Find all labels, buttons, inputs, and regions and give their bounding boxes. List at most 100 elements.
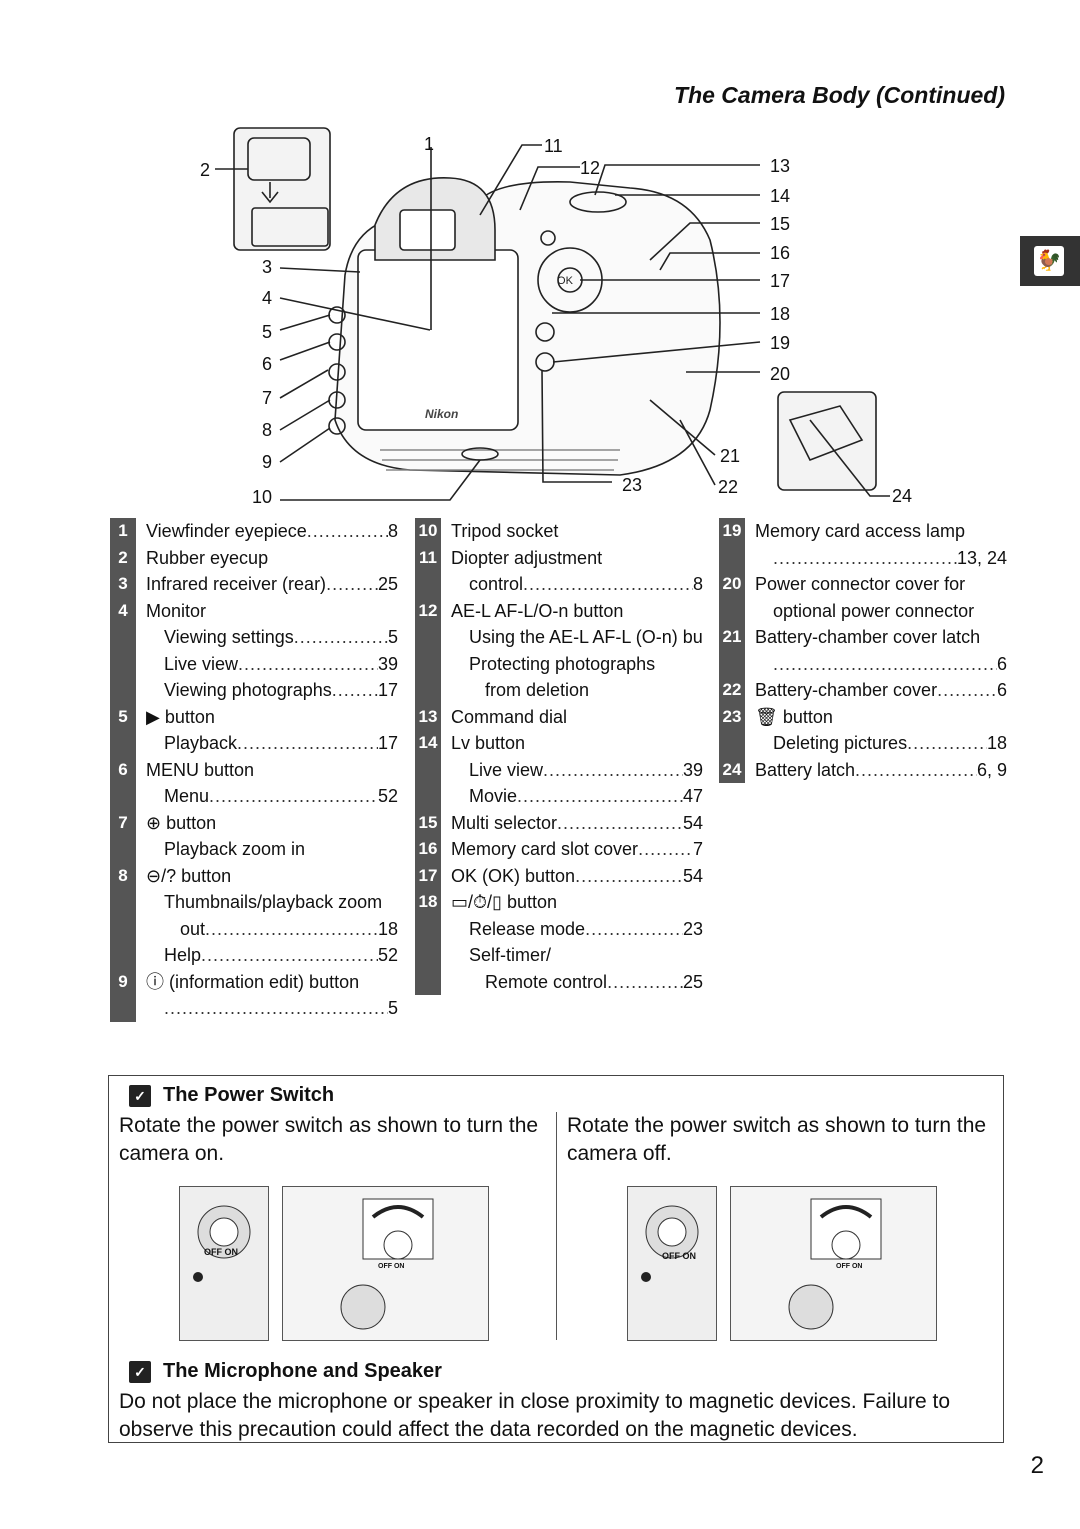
part-number: 1 (110, 518, 136, 545)
page-reference[interactable]: 54 (682, 865, 703, 886)
svg-text:OK: OK (557, 275, 574, 287)
page-reference[interactable]: 39 (682, 759, 703, 780)
part-label: Remote control (485, 971, 608, 992)
callout-3: 3 (262, 257, 273, 277)
dot-leader (523, 571, 693, 598)
part-label: Live view (164, 653, 239, 674)
callout-2: 2 (200, 160, 211, 180)
page-reference[interactable]: 47 (682, 786, 703, 806)
parts-list-item: 18▭/⏱/▯ button (415, 889, 703, 916)
page-reference[interactable]: 5 (387, 998, 398, 1018)
part-number (415, 650, 441, 677)
page-reference[interactable]: 7 (692, 839, 703, 859)
part-label: Self-timer/ (469, 945, 552, 965)
callout-7: 7 (262, 388, 273, 408)
parts-list-item: Protecting photographs (415, 650, 703, 677)
part-label: ⊖/? button (146, 865, 232, 886)
part-label: Menu (164, 786, 210, 806)
callout-9: 9 (262, 452, 273, 472)
weathervane-icon: 🐓 (1034, 246, 1064, 276)
part-label: optional power connector (773, 600, 975, 621)
callout-23: 23 (622, 475, 643, 495)
part-label: Infrared receiver (rear) (146, 574, 327, 594)
part-number: 24 (719, 756, 745, 783)
parts-list-item: Menu 52 (110, 783, 398, 810)
dot-leader (907, 730, 987, 757)
dot-leader (543, 757, 683, 784)
part-label: 🗑 button (755, 706, 833, 727)
part-number: 14 (415, 730, 441, 757)
notes-box: ✓ The Power Switch Rotate the power swit… (108, 1075, 1004, 1443)
parts-list-item: control8 (415, 571, 703, 598)
callout-13: 13 (770, 156, 791, 176)
page-reference[interactable]: 25 (377, 574, 398, 594)
part-label: AE-L AF-L/O‑n button (451, 600, 624, 621)
part-number (415, 756, 441, 783)
page-reference[interactable]: 6 (996, 653, 1007, 674)
page-reference[interactable]: 54 (682, 812, 703, 833)
dot-leader (773, 651, 997, 678)
parts-list-item: Remote control 25 (415, 968, 703, 996)
page-reference[interactable]: 52 (377, 945, 398, 965)
parts-list-item: out18 (110, 915, 398, 943)
dot-leader (205, 916, 378, 943)
page-reference[interactable]: 8 (387, 521, 398, 541)
page-reference[interactable]: 6 (996, 680, 1007, 700)
page-reference[interactable]: 17 (377, 680, 398, 700)
dot-leader (607, 969, 683, 996)
power-switch-heading: ✓ The Power Switch (129, 1084, 334, 1107)
part-label: Deleting pictures (773, 733, 908, 753)
part-number (719, 730, 745, 757)
page-reference[interactable]: 18 (377, 918, 398, 939)
callout-15: 15 (770, 214, 791, 234)
page-reference[interactable]: 5 (387, 627, 398, 647)
dot-leader (773, 545, 957, 572)
callout-14: 14 (770, 186, 791, 206)
page-reference[interactable]: 52 (377, 786, 398, 806)
parts-list-item: Viewing settings5 (110, 624, 398, 651)
page-reference[interactable]: 23 (682, 918, 703, 939)
parts-list-item: Live view 39 (415, 756, 703, 784)
dot-leader (575, 863, 683, 890)
page-reference[interactable]: 13, 24 (956, 547, 1007, 568)
page-reference[interactable]: 8 (692, 574, 703, 594)
callout-10: 10 (252, 487, 273, 507)
parts-list-item: from deletion (415, 677, 703, 704)
callout-11: 11 (544, 136, 563, 156)
part-label: Protecting photographs (469, 653, 656, 674)
part-label: Live view (469, 759, 544, 780)
divider (556, 1112, 557, 1340)
page-reference[interactable]: 17 (377, 733, 398, 753)
chapter-tab[interactable]: 🐓 (1020, 236, 1080, 286)
part-number: 17 (415, 862, 441, 889)
callout-5: 5 (262, 322, 273, 342)
part-number: 18 (415, 889, 441, 916)
part-number: 7 (110, 809, 136, 836)
page-number: 2 (1030, 1452, 1044, 1479)
section-title: The Camera Body (Continued) (674, 82, 1005, 108)
dot-leader (557, 810, 683, 837)
part-number (415, 942, 441, 969)
part-label: Movie (469, 786, 518, 806)
callout-4: 4 (262, 288, 273, 308)
page-reference[interactable]: 39 (377, 653, 398, 674)
parts-list-item: 5 ▶ button (110, 703, 398, 730)
page-reference[interactable]: 6, 9 (976, 759, 1007, 780)
parts-list-item: 5 (110, 995, 398, 1022)
page-reference[interactable]: 25 (682, 971, 703, 992)
part-label: ▶ button (146, 706, 215, 727)
parts-list-item: Playback zoom in (110, 836, 398, 863)
part-label: Power connector cover for (755, 574, 966, 594)
part-number: 23 (719, 703, 745, 730)
page-reference[interactable]: 18 (986, 733, 1007, 753)
parts-list-item: Live view 39 (110, 650, 398, 677)
part-number: 5 (110, 703, 136, 730)
